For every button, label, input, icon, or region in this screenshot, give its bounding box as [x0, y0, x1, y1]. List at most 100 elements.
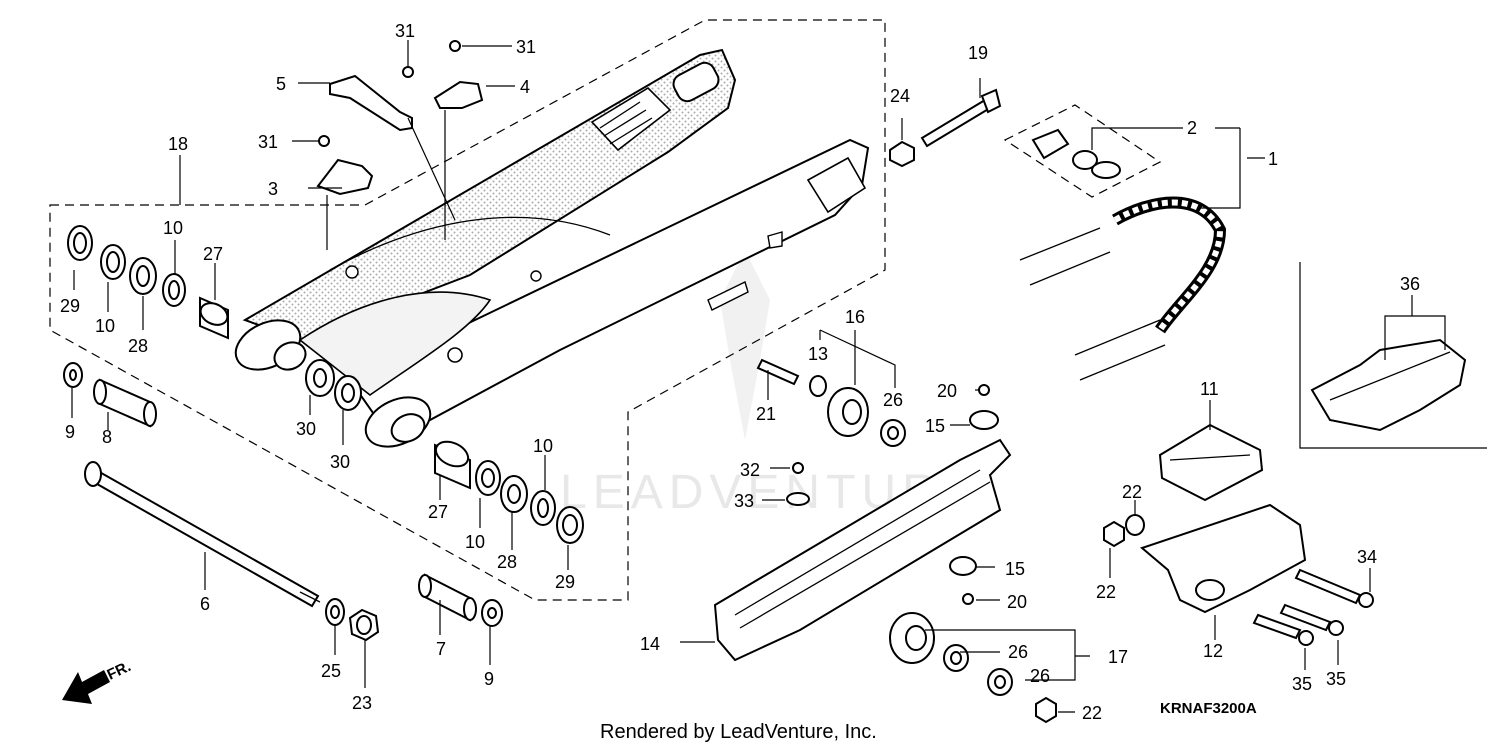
part-2-chain-joint: [1031, 128, 1121, 179]
callout-26b: 26: [1008, 642, 1028, 662]
callout-numbers: 1 2 3 4 5 6 7 8 9 9 10 10 10 10 11 12 13…: [60, 21, 1420, 723]
part-21-bolt: [756, 358, 800, 386]
callout-5: 5: [276, 74, 286, 94]
callout-13: 13: [808, 344, 828, 364]
part-29-seal-left: [67, 225, 93, 261]
callout-10a: 10: [163, 218, 183, 238]
callout-35b: 35: [1326, 669, 1346, 689]
part-22-nuts: [1103, 514, 1145, 548]
callout-27b: 27: [428, 502, 448, 522]
part-28-thrust-bearing-a: [129, 257, 157, 295]
part-1-drive-chain: [1019, 196, 1227, 381]
callout-30b: 30: [330, 452, 350, 472]
part-10-washer-c: [475, 460, 501, 496]
part-34-bolt: [1294, 568, 1374, 608]
part-8-collar: [93, 378, 157, 428]
part-35-bolts: [1252, 603, 1344, 646]
diagram-code: KRNAF3200A: [1160, 700, 1257, 717]
callout-10b: 10: [95, 316, 115, 336]
callout-18: 18: [168, 134, 188, 154]
swingarm: [234, 48, 870, 448]
callout-29b: 29: [555, 572, 575, 592]
part-15-rubber-b: [949, 556, 977, 576]
part-28-thrust-bearing-b: [500, 475, 528, 513]
callout-28b: 28: [497, 552, 517, 572]
callout-15b: 15: [1005, 559, 1025, 579]
part-12-chain-guide: [1139, 503, 1307, 614]
callout-31b: 31: [516, 37, 536, 57]
part-9-washer-left: [63, 362, 83, 388]
part-11-chain-guide-slider: [1158, 423, 1264, 502]
callout-35a: 35: [1292, 674, 1312, 694]
callout-27a: 27: [203, 244, 223, 264]
leader-lines: [71, 40, 1446, 713]
callout-25: 25: [321, 661, 341, 681]
callout-26c: 26: [1030, 666, 1050, 686]
callout-29a: 29: [60, 296, 80, 316]
part-25-washer: [325, 598, 345, 626]
part-10-washer-a: [100, 244, 126, 280]
callout-36: 36: [1400, 274, 1420, 294]
part-23-nut: [348, 608, 380, 642]
part-24-nut: [889, 140, 915, 168]
callout-14: 14: [640, 634, 660, 654]
front-direction-arrow: FR.: [62, 658, 134, 704]
part-20-screw-a: [978, 384, 990, 396]
callout-9b: 9: [484, 669, 494, 689]
part-14-chain-slider: [713, 438, 1012, 662]
callout-21: 21: [756, 404, 776, 424]
part-36-chain-guide-slider-kit: [1310, 338, 1467, 432]
callout-32: 32: [740, 460, 760, 480]
part-7-collar: [418, 573, 477, 622]
callout-24: 24: [890, 86, 910, 106]
part-9-washer-right: [481, 599, 503, 627]
callout-31a: 31: [395, 21, 415, 41]
part-20-screw-b: [962, 593, 974, 605]
part-6-pivot-bolt: [84, 461, 321, 608]
part-27-needle-bearing-a: [199, 296, 229, 340]
part-10-washer-b: [162, 273, 186, 307]
callout-19: 19: [968, 43, 988, 63]
part-4-clamp: [433, 80, 484, 109]
part-26-bearing-b: [943, 644, 969, 672]
part-19-bolt: [920, 88, 1002, 148]
part-16-roller: [827, 387, 869, 437]
callout-2: 2: [1187, 118, 1197, 138]
callout-22c: 22: [1082, 703, 1102, 723]
callout-16: 16: [845, 307, 865, 327]
front-indicator-label: FR.: [105, 658, 134, 684]
callout-4: 4: [520, 77, 530, 97]
callout-20a: 20: [937, 381, 957, 401]
callout-33: 33: [734, 491, 754, 511]
callout-22b: 22: [1096, 582, 1116, 602]
callout-8: 8: [102, 427, 112, 447]
part-13-collar: [809, 375, 827, 397]
part-31-bolts: [318, 40, 461, 147]
footer-credit: Rendered by LeadVenture, Inc.: [600, 721, 877, 743]
part-32-bolt: [792, 462, 804, 474]
callout-26a: 26: [883, 390, 903, 410]
callout-17: 17: [1108, 647, 1128, 667]
chain-joint-box: [1003, 104, 1162, 198]
part-22-nut-bottom: [1035, 696, 1057, 724]
callout-9a: 9: [65, 422, 75, 442]
callout-12: 12: [1203, 641, 1223, 661]
part-26-bearing-a: [880, 419, 906, 447]
callout-3: 3: [268, 179, 278, 199]
part-33-washer: [786, 492, 810, 506]
part-10-washer-d: [530, 490, 556, 526]
callout-20b: 20: [1007, 592, 1027, 612]
part-17-roller: [889, 612, 935, 664]
callout-23: 23: [352, 693, 372, 713]
part-5-bracket: [329, 74, 413, 132]
footpeg-inset-frame: [1299, 262, 1487, 449]
part-15-rubber-a: [969, 410, 999, 430]
callout-28a: 28: [128, 336, 148, 356]
callout-15a: 15: [925, 416, 945, 436]
callout-11: 11: [1200, 379, 1219, 399]
swingarm-group-box: [49, 19, 886, 601]
part-30-bearing-a: [305, 359, 335, 397]
part-3-clamp: [316, 158, 374, 196]
callout-6: 6: [200, 594, 210, 614]
